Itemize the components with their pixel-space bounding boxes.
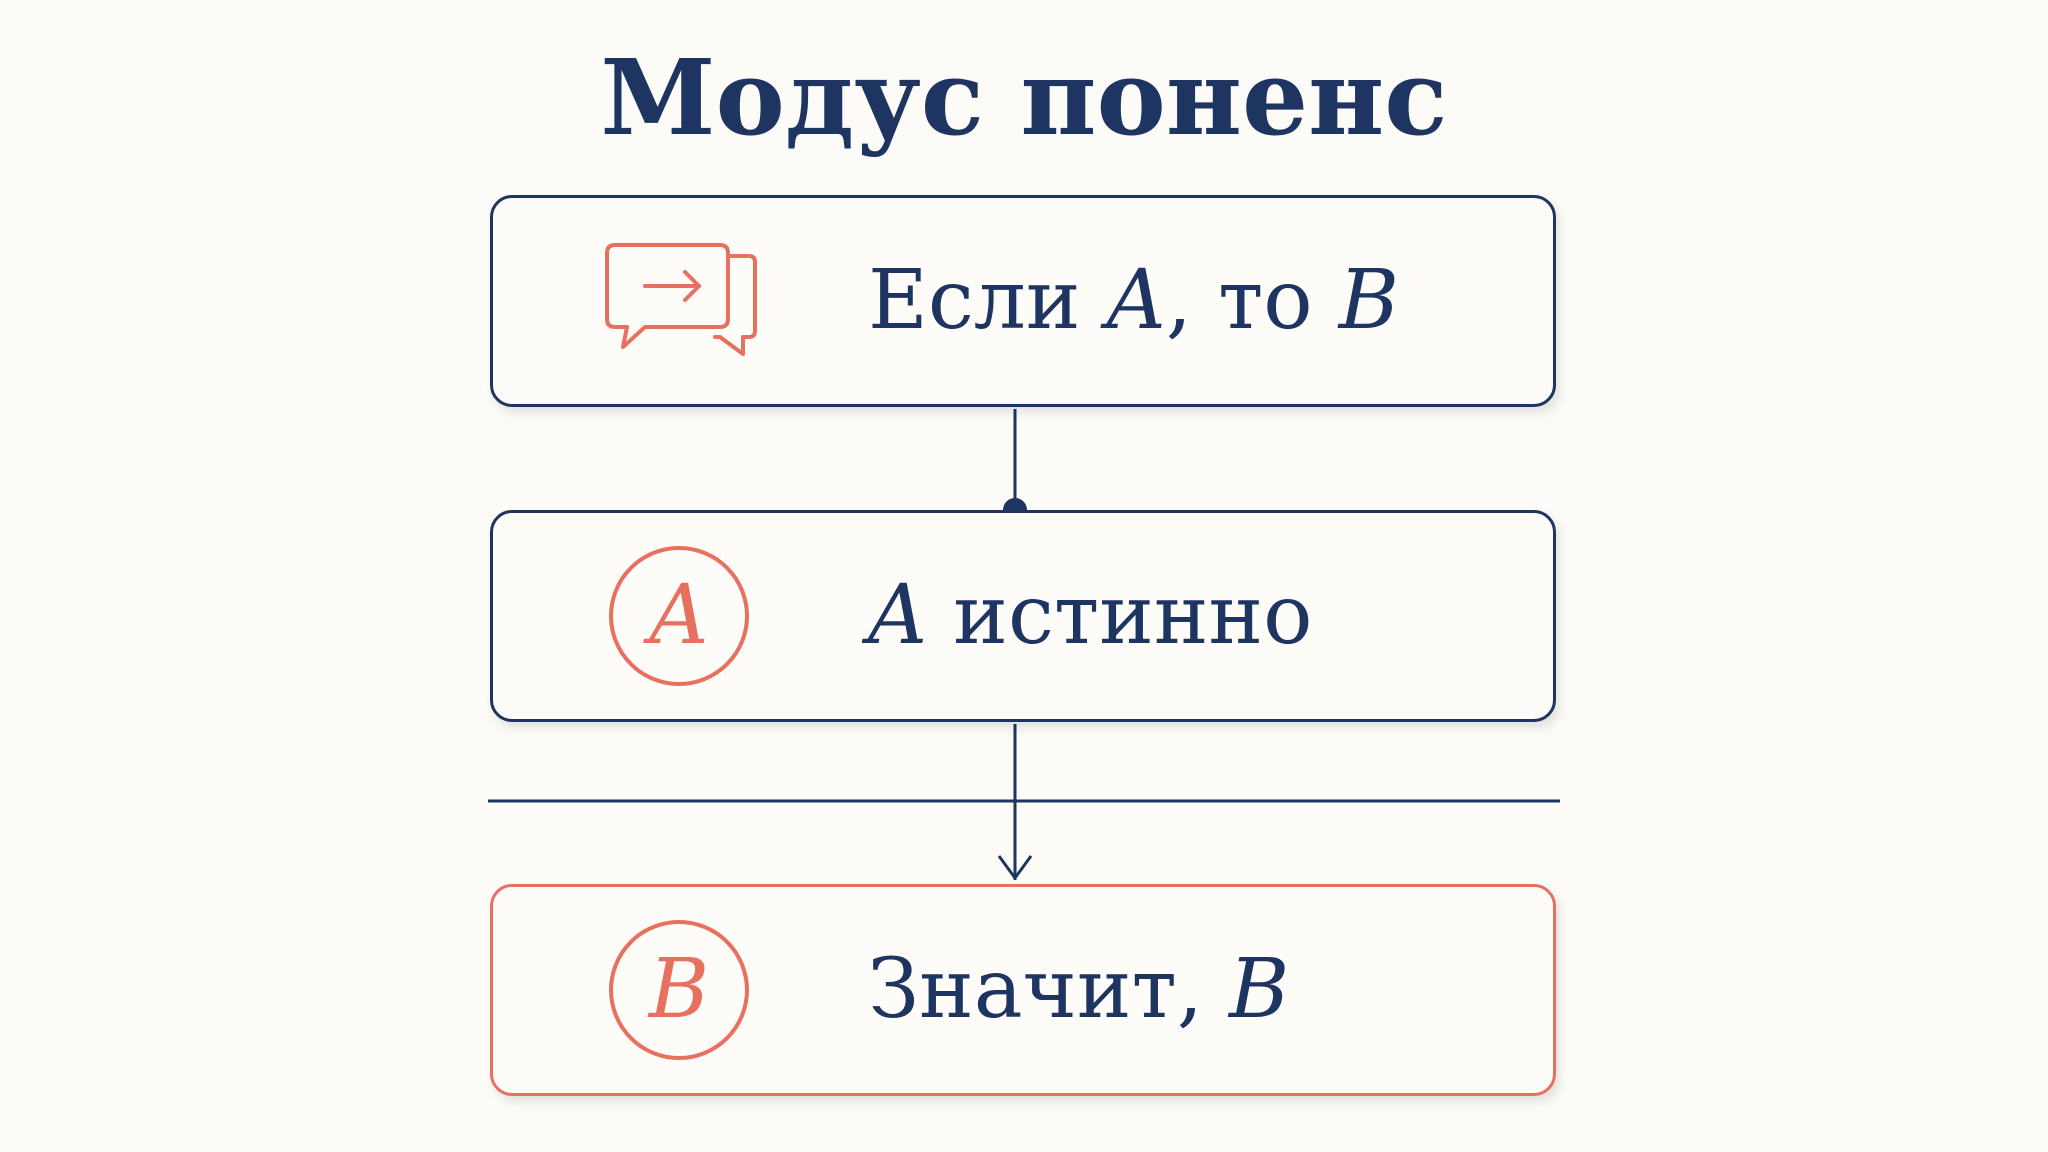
premise-1-text: Если A, то B xyxy=(868,251,1399,351)
premise-1-text-middle: , то xyxy=(1165,253,1339,348)
conclusion-text-before: Значит, xyxy=(868,942,1229,1037)
conclusion-var-b: B xyxy=(1229,942,1290,1037)
badge-b: B xyxy=(609,920,749,1060)
premise-1-box: Если A, то B xyxy=(490,195,1556,407)
premise-2-var-a: A xyxy=(868,568,928,663)
diagram-title: Модус поненс xyxy=(600,36,1448,159)
badge-a: A xyxy=(609,546,749,686)
connector-arrowhead xyxy=(997,855,1033,881)
conclusion-box: B Значит, B xyxy=(490,884,1556,1096)
premise-1-var-a: A xyxy=(1106,253,1166,348)
premise-2-box: A A истинно xyxy=(490,510,1556,722)
conclusion-text: Значит, B xyxy=(868,940,1289,1040)
speech-bubbles-arrow-icon xyxy=(603,239,773,363)
premise-2-text-after: истинно xyxy=(927,568,1313,663)
premise-1-text-before: Если xyxy=(868,253,1107,348)
premise-2-text: A истинно xyxy=(868,566,1313,666)
premise-1-var-b: B xyxy=(1338,253,1400,348)
